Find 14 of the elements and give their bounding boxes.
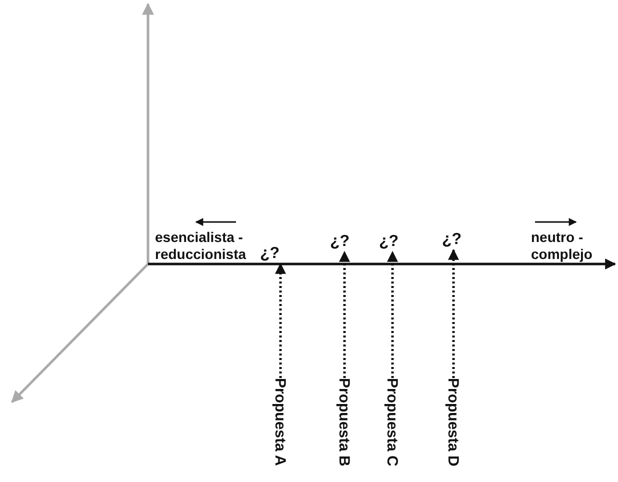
dotted-arrow	[275, 262, 286, 378]
proposal-label: Propuesta C	[384, 378, 400, 466]
dotted-arrow	[448, 248, 459, 378]
axis-label: neutro - complejo	[531, 229, 594, 263]
proposal-label: Propuesta D	[446, 378, 460, 466]
proposal-label: Propuesta B	[336, 378, 352, 466]
question-mark-label: ¿?	[330, 234, 350, 250]
question-mark-label: ¿?	[379, 234, 399, 250]
question-mark-label: ¿?	[442, 232, 462, 248]
question-mark-label: ¿?	[260, 246, 280, 262]
dotted-arrow	[339, 250, 350, 378]
axis-label: esencialista - reduccionista	[155, 229, 248, 263]
proposal-label: Propuesta A	[272, 378, 288, 466]
dotted-arrow	[387, 250, 398, 378]
